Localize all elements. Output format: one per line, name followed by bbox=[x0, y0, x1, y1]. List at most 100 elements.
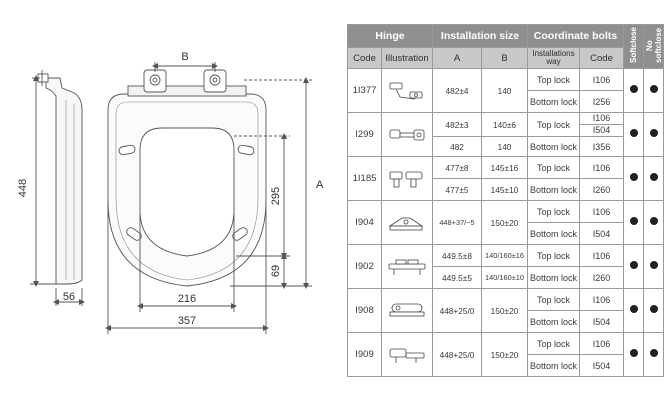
dim-a-value: 449.5±8 bbox=[432, 244, 482, 267]
install-way: Top lock bbox=[527, 68, 580, 91]
table-row: Bottom lock I504 bbox=[348, 222, 664, 245]
dim-b-label: B bbox=[181, 51, 188, 63]
install-way: Bottom lock bbox=[527, 310, 580, 333]
install-way: Top lock bbox=[527, 332, 580, 355]
table-row: 1I377 482±4 140 Top lock I106 bbox=[347, 68, 664, 113]
softclose-dot bbox=[623, 200, 644, 245]
install-way: Bottom lock bbox=[527, 178, 580, 201]
table-row: I904 448+37/−5 150±20 Top lock I106 bbox=[347, 200, 664, 245]
dim-a-value: 477±5 bbox=[432, 178, 482, 201]
hinge-illustration bbox=[381, 200, 433, 245]
install-way: Bottom lock bbox=[527, 354, 580, 377]
hinge-code: I909 bbox=[347, 332, 382, 377]
table-row: I902 449.5±8 140/160±16 Top lock I106 bbox=[347, 244, 664, 289]
header-code: Code bbox=[347, 47, 382, 69]
dim-56-label: 56 bbox=[63, 291, 75, 303]
toilet-seat-drawing: B A 448 56 295 69 216 357 bbox=[17, 51, 324, 334]
no-softclose-dot bbox=[643, 156, 664, 201]
side-view bbox=[30, 70, 85, 306]
bolt-code: I260 bbox=[579, 178, 624, 201]
bolt-code: I106 bbox=[579, 200, 624, 223]
dim-a-value: 448+25/0 bbox=[432, 288, 482, 333]
table-row: Bottom lock I504 bbox=[348, 354, 664, 377]
header-illustration: Illustration bbox=[381, 47, 433, 69]
softclose-dot bbox=[623, 68, 644, 113]
hinge-illustration bbox=[381, 244, 433, 289]
install-way: Top lock bbox=[527, 244, 580, 267]
header-hinge: Hinge bbox=[347, 24, 433, 48]
dim-b-value: 150±20 bbox=[481, 200, 528, 245]
softclose-dot bbox=[623, 288, 644, 333]
install-way: Bottom lock bbox=[527, 222, 580, 245]
dim-b-value: 140 bbox=[481, 136, 528, 157]
dim-b-value: 140 bbox=[481, 68, 528, 113]
hinge-code: I902 bbox=[347, 244, 382, 289]
dim-295-label: 295 bbox=[270, 187, 282, 205]
install-way: Top lock bbox=[527, 112, 580, 137]
dim-69-label: 69 bbox=[270, 265, 282, 277]
bolt-code: I106 bbox=[579, 244, 624, 267]
dim-a-value: 448+25/0 bbox=[432, 332, 482, 377]
bolt-code: I504 bbox=[579, 222, 624, 245]
dim-a-label: A bbox=[316, 179, 324, 191]
dim-b-value: 140±6 bbox=[481, 112, 528, 137]
header-installation-size: Installation size bbox=[432, 24, 528, 48]
dim-a-value: 477±8 bbox=[432, 156, 482, 179]
no-softclose-dot bbox=[643, 200, 664, 245]
table-row: 477±5 145±10 Bottom lock I260 bbox=[348, 178, 664, 201]
right-hinge-icon bbox=[203, 69, 227, 93]
dim-357-label: 357 bbox=[178, 315, 196, 327]
hinge-illustration bbox=[381, 332, 433, 377]
bolt-code: I106 bbox=[579, 156, 624, 179]
table-row: 1I185 477±8 145±16 Top lock I106 bbox=[347, 156, 664, 201]
hinge-illustration bbox=[381, 112, 433, 157]
table-row: I909 448+25/0 150±20 Top lock I106 bbox=[347, 332, 664, 377]
dim-216-label: 216 bbox=[178, 293, 196, 305]
header-softclose: Softclose bbox=[623, 24, 644, 69]
install-way: Top lock bbox=[527, 156, 580, 179]
install-way: Bottom lock bbox=[527, 136, 580, 157]
header-a: A bbox=[432, 47, 482, 69]
dim-a-value: 482±3 bbox=[432, 112, 482, 137]
header-b: B bbox=[481, 47, 528, 69]
header-bolt-code: Code bbox=[579, 47, 624, 69]
dim-b-value: 140/160±16 bbox=[481, 244, 528, 267]
hinge-code: I904 bbox=[347, 200, 382, 245]
front-view bbox=[105, 62, 312, 334]
dim-b-value: 150±20 bbox=[481, 332, 528, 377]
bolt-code: I106 bbox=[579, 68, 624, 91]
left-hinge-icon bbox=[143, 69, 167, 93]
softclose-dot bbox=[623, 244, 644, 289]
hinge-illustration bbox=[381, 288, 433, 333]
install-way: Bottom lock bbox=[527, 90, 580, 113]
dim-a-value: 448+37/−5 bbox=[432, 200, 482, 245]
dim-b-value: 145±16 bbox=[481, 156, 528, 179]
bolt-code: I106 bbox=[579, 332, 624, 355]
install-way: Top lock bbox=[527, 200, 580, 223]
header-no-softclose: No softclose bbox=[643, 24, 664, 69]
no-softclose-dot bbox=[643, 244, 664, 289]
dim-448-label: 448 bbox=[17, 179, 29, 197]
dim-a-value: 482±4 bbox=[432, 68, 482, 113]
table-row: I908 448+25/0 150±20 Top lock I106 bbox=[347, 288, 664, 333]
dim-b-value: 150±20 bbox=[481, 288, 528, 333]
hinge-code: 1I185 bbox=[347, 156, 382, 201]
hinge-code: I908 bbox=[347, 288, 382, 333]
bolt-code: I504 bbox=[579, 354, 624, 377]
bolt-code: I106 bbox=[579, 288, 624, 311]
bolt-code: I260 bbox=[579, 266, 624, 289]
softclose-dot bbox=[623, 156, 644, 201]
header-installations-way: Installations way bbox=[527, 47, 580, 69]
bolt-code: I504 bbox=[579, 310, 624, 333]
install-way: Top lock bbox=[527, 288, 580, 311]
bolt-code: I356 bbox=[579, 136, 624, 157]
no-softclose-dot bbox=[643, 68, 664, 113]
no-softclose-dot bbox=[643, 288, 664, 333]
dim-a-value: 482 bbox=[432, 136, 482, 157]
header-coordinate-bolts: Coordinate bolts bbox=[527, 24, 624, 48]
install-way: Bottom lock bbox=[527, 266, 580, 289]
dim-a-value: 449.5±5 bbox=[432, 266, 482, 289]
hinge-illustration bbox=[381, 68, 433, 113]
